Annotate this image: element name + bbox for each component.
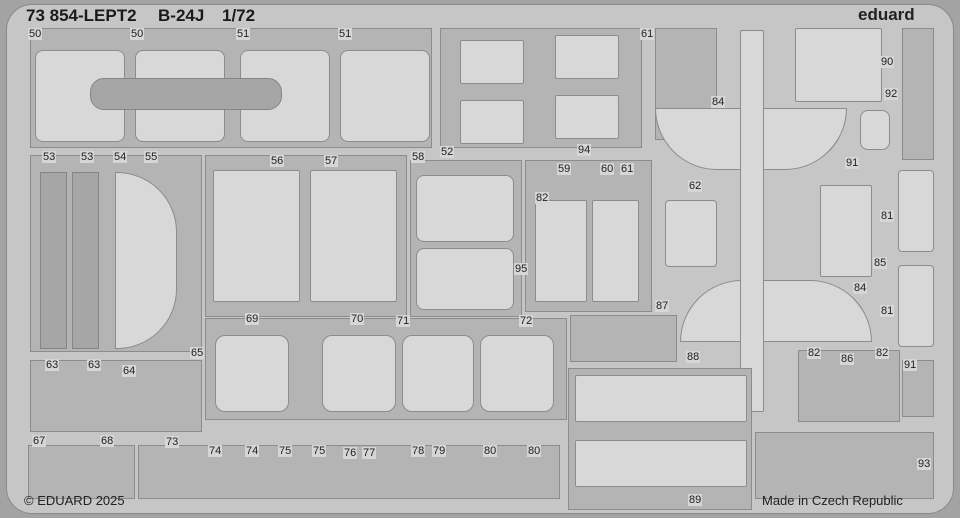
part-84	[680, 280, 872, 342]
part-group-63-65	[30, 360, 202, 432]
part-label: 59	[557, 163, 572, 175]
part-label: 55	[144, 151, 159, 163]
part-84-spar	[740, 30, 764, 412]
part-label: 79	[432, 445, 447, 457]
part-label: 92	[884, 88, 899, 100]
part-label: 67	[32, 435, 47, 447]
part-81	[898, 265, 934, 347]
part-label: 75	[278, 445, 293, 457]
part-89	[575, 440, 747, 487]
part-53	[40, 172, 67, 349]
part-81	[898, 170, 934, 252]
part-label: 64	[122, 365, 137, 377]
part-panel	[460, 40, 524, 84]
part-label: 74	[245, 445, 260, 457]
part-label: 94	[577, 144, 592, 156]
part-label: 82	[875, 347, 890, 359]
part-label: 50	[130, 28, 145, 40]
part-label: 61	[620, 163, 635, 175]
part-label: 84	[853, 282, 868, 294]
part-label: 56	[270, 155, 285, 167]
part-label: 81	[880, 305, 895, 317]
part-label: 53	[80, 151, 95, 163]
part-label: 52	[440, 146, 455, 158]
part-58	[416, 175, 514, 242]
part-label: 51	[338, 28, 353, 40]
part-91	[860, 110, 890, 150]
part-label: 81	[880, 210, 895, 222]
part-group-67-68	[28, 445, 135, 499]
part-label: 60	[600, 163, 615, 175]
part-58	[416, 248, 514, 310]
part-tab	[90, 78, 282, 110]
part-93	[755, 432, 934, 499]
part-label: 76	[343, 447, 358, 459]
part-label: 69	[245, 313, 260, 325]
part-53	[72, 172, 99, 349]
part-label: 65	[190, 347, 205, 359]
scale: 1/72	[222, 6, 256, 25]
part-label: 58	[411, 151, 426, 163]
part-label: 84	[711, 96, 726, 108]
eduard-logo: eduard	[858, 5, 915, 24]
part-56	[213, 170, 300, 302]
part-85	[820, 185, 872, 277]
part-90	[795, 28, 882, 102]
part-label: 88	[686, 351, 701, 363]
copyright: © EDUARD 2025	[24, 493, 125, 508]
part-label: 80	[527, 445, 542, 457]
part-panel	[460, 100, 524, 144]
part-label: 51	[236, 28, 251, 40]
part-label: 50	[28, 28, 43, 40]
part-label: 63	[87, 359, 102, 371]
part-59	[535, 200, 587, 302]
part-62	[665, 200, 717, 267]
part-71	[402, 335, 474, 412]
part-70	[322, 335, 396, 412]
part-label: 86	[840, 353, 855, 365]
part-label: 53	[42, 151, 57, 163]
part-label: 89	[688, 494, 703, 506]
part-54-55	[115, 172, 177, 349]
part-label: 68	[100, 435, 115, 447]
part-label: 91	[845, 157, 860, 169]
part-label: 82	[807, 347, 822, 359]
part-87	[570, 315, 677, 362]
part-label: 91	[903, 359, 918, 371]
origin-text: Made in Czech Republic	[762, 493, 903, 508]
part-92	[902, 28, 934, 160]
part-label: 70	[350, 313, 365, 325]
part-label: 85	[873, 257, 888, 269]
part-label: 77	[362, 447, 377, 459]
part-panel	[555, 95, 619, 139]
part-60	[592, 200, 639, 302]
part-label: 54	[113, 151, 128, 163]
part-label: 95	[514, 263, 529, 275]
part-label: 63	[45, 359, 60, 371]
part-label: 78	[411, 445, 426, 457]
part-72	[480, 335, 554, 412]
part-label: 73	[165, 436, 180, 448]
part-88	[575, 375, 747, 422]
part-69	[215, 335, 289, 412]
part-label: 90	[880, 56, 895, 68]
set-code: 73 854-LEPT2	[26, 6, 137, 25]
part-label: 57	[324, 155, 339, 167]
part-label: 71	[396, 315, 411, 327]
part-label: 72	[519, 315, 534, 327]
part-label: 87	[655, 300, 670, 312]
part-label: 74	[208, 445, 223, 457]
part-panel	[555, 35, 619, 79]
part-label: 62	[688, 180, 703, 192]
part-label: 61	[640, 28, 655, 40]
aircraft-model: B-24J	[158, 6, 205, 25]
part-label: 82	[535, 192, 550, 204]
part-label: 75	[312, 445, 327, 457]
part-57	[310, 170, 397, 302]
part-51	[340, 50, 430, 142]
part-label: 80	[483, 445, 498, 457]
part-label: 93	[917, 458, 932, 470]
